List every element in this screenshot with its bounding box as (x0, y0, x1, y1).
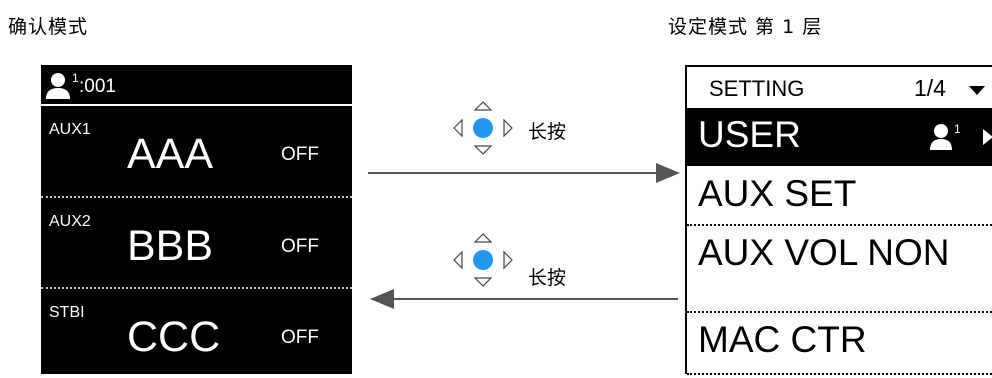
row-divider (41, 287, 352, 289)
transition-arrows (368, 163, 680, 309)
aux-name: BBB (127, 222, 214, 270)
menu-item-mac-ctr[interactable]: MAC CTR (687, 313, 992, 369)
aux-state: OFF (281, 327, 319, 348)
aux-row: STBI CCC OFF (41, 289, 352, 378)
aux-name: CCC (127, 313, 221, 361)
center-button (473, 118, 493, 138)
menu-item-label: MAC CTR (698, 319, 867, 360)
menu-item-aux-set[interactable]: AUX SET (687, 167, 992, 223)
menu-item-label: AUX VOL NON (698, 232, 950, 273)
user-number: 1 (954, 122, 961, 136)
aux-label: STBI (49, 304, 85, 321)
menu-item-user[interactable]: USER 1 (687, 108, 992, 166)
setting-screen-header: SETTING 1/4 (687, 67, 992, 109)
user-number: 1 (72, 71, 79, 85)
user-id: :001 (79, 76, 116, 97)
aux-state: OFF (281, 236, 319, 257)
page-indicator: 1/4 (914, 75, 946, 101)
item-divider (687, 311, 992, 313)
aux-label: AUX1 (49, 121, 91, 138)
center-button (473, 250, 493, 270)
menu-item-label: USER (698, 114, 801, 155)
back-arrow (370, 289, 678, 309)
user-icon: 1 (46, 71, 79, 99)
aux-row: AUX2 BBB OFF (41, 198, 352, 287)
menu-item-label: AUX SET (698, 173, 857, 214)
aux-state: OFF (281, 144, 319, 165)
menu-item-aux-vol-non[interactable]: AUX VOL NON (687, 226, 992, 282)
aux-label: AUX2 (49, 213, 91, 230)
long-press-hint: 长按 (528, 267, 567, 289)
aux-row: AUX1 AAA OFF (41, 106, 352, 195)
aux-name: AAA (127, 130, 214, 178)
long-press-hint: 长按 (528, 121, 567, 143)
joystick-icon (453, 233, 513, 287)
forward-arrow (368, 163, 680, 183)
setting-mode-screen: SETTING 1/4 USER 1 AUX SET AUX VOL NON M… (685, 65, 992, 375)
joystick-icon (453, 101, 513, 155)
row-divider (41, 196, 352, 198)
setting-mode-caption: 设定模式 第 1 层 (668, 16, 823, 38)
setting-title: SETTING (709, 76, 805, 101)
confirm-mode-screen: 1 :001 AUX1 AAA OFF AUX2 BBB OFF STBI CC… (41, 65, 352, 374)
confirm-mode-caption: 确认模式 (8, 16, 89, 38)
right-arrow-icon (983, 129, 992, 145)
user-icon: 1 (930, 122, 961, 150)
dropdown-arrow-icon (969, 86, 985, 95)
confirm-screen-header: 1 :001 (41, 65, 352, 106)
item-divider (687, 224, 992, 226)
item-divider (687, 373, 992, 375)
